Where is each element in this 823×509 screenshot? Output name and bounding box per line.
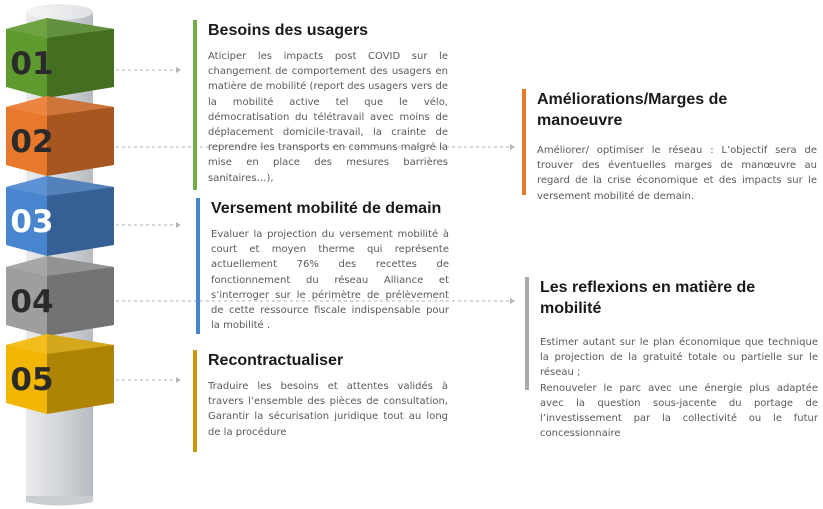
arrow-2 [510,144,515,150]
segment-left-face [6,176,47,256]
segment-number-03: 03 [10,204,53,240]
block-besoins: Besoins des usagers Aticiper les impacts… [193,20,448,190]
block-ameliorations: Améliorations/Marges de manoeuvre Amélio… [522,89,817,202]
segment-right-face [47,176,114,256]
segment-right-face [47,96,114,176]
segment-left-face [6,256,47,336]
segment-top-highlight [6,96,114,116]
block-versement: Versement mobilité de demain Evaluer la … [196,198,449,334]
pillar-base [26,496,93,506]
arrow-1 [176,67,181,73]
segment-number-02: 02 [10,124,53,160]
segment-top-highlight [6,176,114,196]
recontractualiser-text: Traduire les besoins et attentes validés… [208,381,448,438]
reflexions-title: Les reflexions en matière de mobilité [540,279,756,317]
block-recontractualiser: Recontractualiser Traduire les besoins e… [193,350,448,452]
segment-right-face [47,18,114,98]
ameliorations-title: Améliorations/Marges de manoeuvre [537,91,728,129]
besoins-text: Aticiper les impacts post COVID sur le c… [208,51,448,184]
segment-right-face [47,334,114,414]
segment-01: 01 [6,18,114,98]
besoins-title: Besoins des usagers [208,22,369,39]
segment-left-face [6,96,47,176]
segment-04: 04 [6,256,114,336]
segment-number-05: 05 [10,362,53,398]
segments: 01 02 03 04 05 [6,18,114,414]
segment-top-highlight [6,18,114,38]
recontractualiser-title: Recontractualiser [208,352,344,369]
versement-text: Evaluer la projection du versement mobil… [211,229,449,332]
segment-left-face [6,18,47,98]
ameliorations-text: Améliorer/ optimiser le réseau : L’objec… [537,145,817,202]
segment-top-highlight [6,334,114,354]
arrow-5 [176,377,181,383]
segment-03: 03 [6,176,114,256]
segment-number-01: 01 [10,46,53,82]
arrow-3 [176,222,181,228]
segment-right-face [47,256,114,336]
reflexions-text-2: Renouveler le parc avec une énergie plus… [540,382,818,440]
segment-top-highlight [6,256,114,276]
reflexions-text-1: Estimer autant sur le plan économique qu… [540,337,818,379]
connector-arrows [176,67,515,383]
segment-05: 05 [6,334,114,414]
segment-02: 02 [6,96,114,176]
arrow-4 [510,298,515,304]
versement-title: Versement mobilité de demain [211,200,442,217]
segment-number-04: 04 [10,284,53,320]
segment-left-face [6,334,47,414]
block-reflexions: Les reflexions en matière de mobilité Es… [525,277,818,439]
pillar-top [26,4,93,20]
